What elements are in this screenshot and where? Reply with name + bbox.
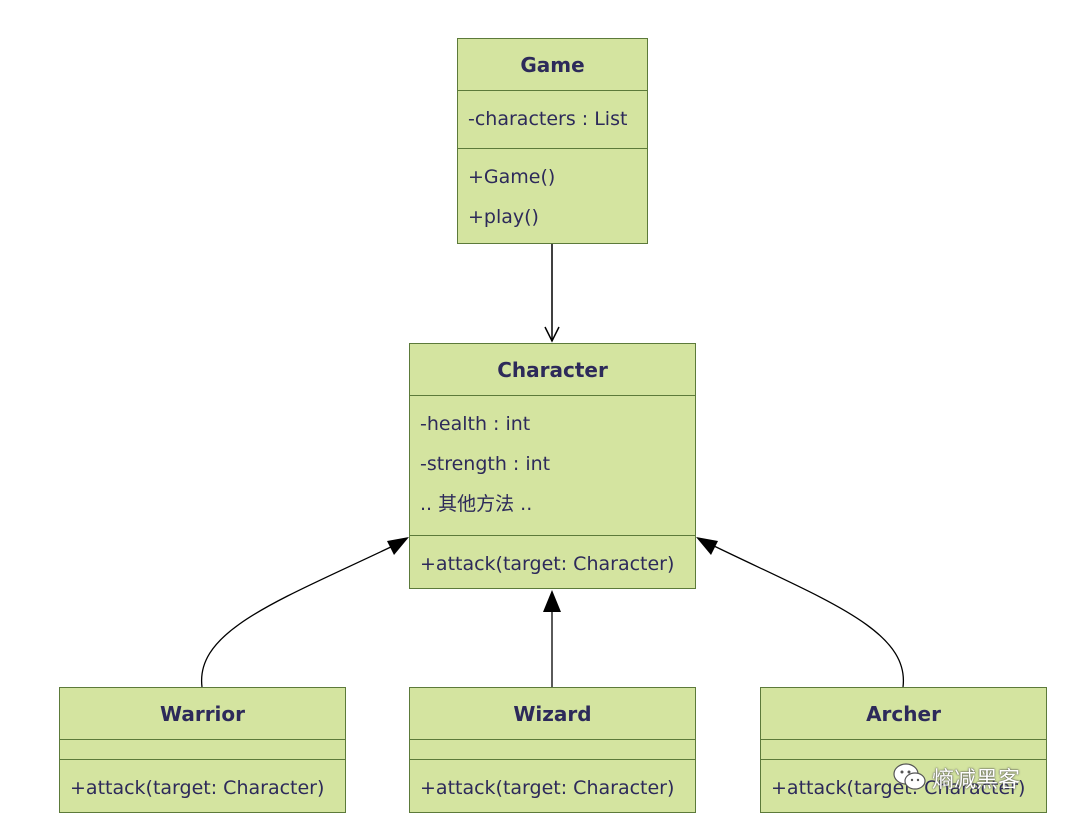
attribute-section: [410, 740, 695, 760]
method: +attack(target: Character): [771, 777, 1026, 799]
method: +play(): [468, 206, 539, 228]
watermark-text: 熵减黑客: [932, 768, 1021, 793]
class-name: Game: [458, 39, 647, 91]
method: +attack(target: Character): [70, 777, 325, 799]
class-box-warrior[interactable]: Warrior +attack(target: Character): [59, 687, 346, 813]
attribute: -strength : int: [420, 453, 551, 475]
class-name: Character: [410, 344, 695, 396]
method-section: +attack(target: Character): [410, 760, 695, 812]
class-name: Warrior: [60, 688, 345, 740]
class-name: Wizard: [410, 688, 695, 740]
attribute-section: [761, 740, 1046, 760]
attribute: .. 其他方法 ..: [420, 493, 533, 515]
method-section: +Game() +play(): [458, 149, 647, 241]
inheritance-line-warrior: [201, 544, 396, 688]
class-box-character[interactable]: Character -health : int -strength : int …: [409, 343, 696, 589]
inheritance-triangle-warrior: [387, 537, 409, 555]
watermark: 熵减黑客: [892, 760, 1020, 796]
method-section: +attack(target: Character): [60, 760, 345, 812]
wechat-icon: [893, 763, 926, 790]
attribute: -health : int: [420, 413, 531, 435]
class-box-game[interactable]: Game -characters : List +Game() +play(): [457, 38, 648, 244]
method-section: +attack(target: Character): [761, 760, 1046, 812]
attribute-section: -health : int -strength : int .. 其他方法 ..: [410, 396, 695, 536]
attribute-section: [60, 740, 345, 760]
method: +attack(target: Character): [420, 553, 675, 575]
inheritance-triangle-archer: [696, 537, 718, 555]
association-arrowhead: [544, 326, 560, 343]
attribute: -characters : List: [468, 108, 628, 130]
class-name: Archer: [761, 688, 1046, 740]
class-box-wizard[interactable]: Wizard +attack(target: Character): [409, 687, 696, 813]
method-section: +attack(target: Character): [410, 536, 695, 588]
method: +Game(): [468, 166, 556, 188]
inheritance-triangle-wizard: [543, 590, 561, 612]
method: +attack(target: Character): [420, 777, 675, 799]
class-box-archer[interactable]: Archer +attack(target: Character): [760, 687, 1047, 813]
attribute-section: -characters : List: [458, 91, 647, 149]
inheritance-line-archer: [711, 544, 904, 688]
